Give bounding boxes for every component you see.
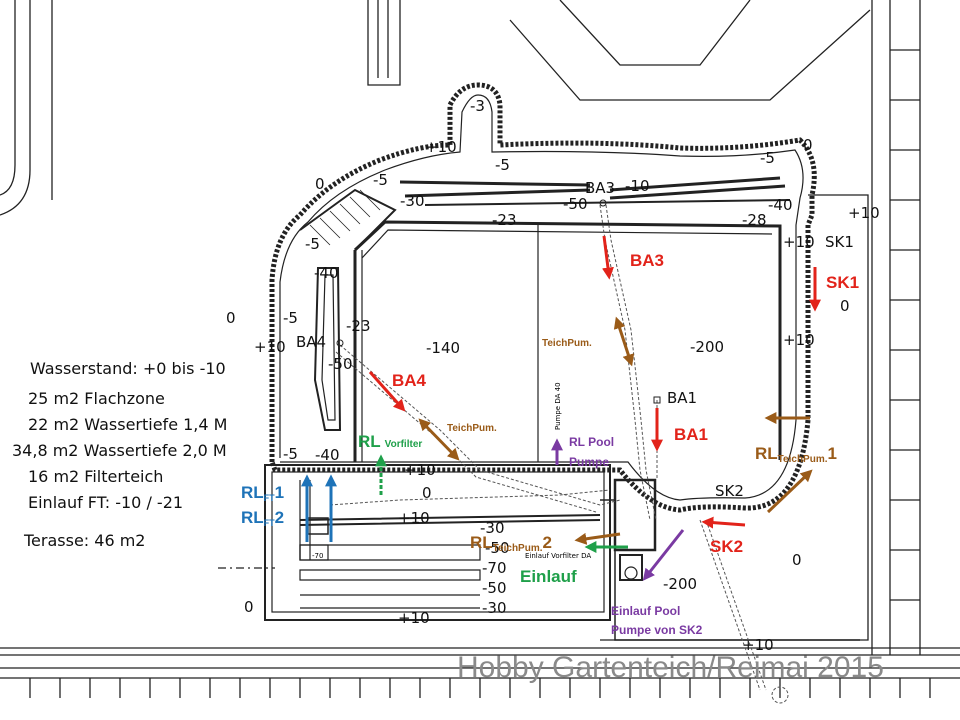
elev-label: +10: [398, 509, 430, 527]
elevation-labels: -3 +10 -5 -5 0 0 -5 -30 BA3 -10 -50 -23 …: [226, 97, 880, 654]
elev-label: 0: [422, 484, 432, 502]
info-filter-pond: 16 m2 Filterteich: [28, 467, 163, 486]
elev-label: -140: [426, 339, 460, 357]
flow-arrows: [301, 235, 821, 581]
elev-label: SK2: [715, 482, 744, 500]
outlet-circle: [771, 686, 789, 704]
inner-basins: [299, 176, 791, 462]
annot-rl-pool-2: Pumpe: [569, 455, 609, 469]
info-depth-1-4: 22 m2 Wassertiefe 1,4 M: [28, 415, 227, 434]
ba1-drain: [653, 396, 661, 404]
pond-outline: [269, 82, 817, 513]
elev-label: -200: [690, 338, 724, 356]
elev-label: -5: [760, 149, 775, 167]
elev-label: -30: [482, 599, 507, 617]
arrow-teichpump-1: [613, 316, 635, 367]
elev-label: 0: [840, 297, 850, 315]
info-depth-2-0: 34,8 m2 Wassertiefe 2,0 M: [12, 441, 227, 460]
elev-label: 0: [244, 598, 254, 616]
info-inlet: Einlauf FT: -10 / -21: [28, 493, 183, 512]
annot-teichpump-2: TeichPum.: [447, 423, 497, 434]
watermark: Hobby Gartenteich/Reimai 2015: [457, 651, 884, 684]
info-shallow-zone: 25 m2 Flachzone: [28, 389, 165, 408]
elev-label: -40: [314, 264, 339, 282]
elev-label: -5: [283, 309, 298, 327]
elev-label: BA1: [667, 389, 697, 407]
elev-label: +10: [783, 233, 815, 251]
annot-rl-teichpump-2: RLTeichPum.2: [470, 533, 552, 554]
ba3-drain: [599, 199, 607, 207]
annot-rl-ft-2: RLFT2: [241, 508, 284, 528]
annot-ba1: BA1: [674, 425, 708, 444]
elev-label: -28: [742, 211, 767, 229]
annot-einlauf-pool-2: Pumpe von SK2: [611, 623, 703, 637]
elev-label: 0: [226, 309, 236, 327]
elev-label: -5: [373, 171, 388, 189]
surroundings: [0, 0, 960, 698]
annot-sk2: SK2: [710, 537, 743, 556]
elev-label: -40: [315, 446, 340, 464]
elev-label: 0: [792, 551, 802, 569]
arrow-einlauf-pool: [642, 529, 685, 581]
annot-rl-ft-1: RLFT1: [241, 483, 284, 503]
flow-annotations: BA3 SK1 BA4 BA1 SK2 TeichPum. TeichPum. …: [241, 251, 859, 637]
elev-label: +10: [742, 636, 774, 654]
elev-label: BA4: [296, 333, 326, 351]
arrow-rl-teichpump-1-out: [766, 469, 813, 514]
elev-label: -50: [482, 579, 507, 597]
elev-label: -5: [283, 445, 298, 463]
elev-label: -50: [328, 355, 353, 373]
arrow-ba3: [602, 235, 614, 280]
arrow-ba4: [368, 371, 406, 412]
elev-label: +10: [848, 204, 880, 222]
annot-ba4: BA4: [392, 371, 427, 390]
elev-label: -23: [492, 211, 517, 229]
elev-label: -30: [480, 519, 505, 537]
arrow-sk2: [701, 516, 746, 529]
elev-label: 0: [315, 175, 325, 193]
elev-label: -50: [485, 539, 510, 557]
elev-label: -70: [482, 559, 507, 577]
elev-label: -5: [495, 156, 510, 174]
info-block: Wasserstand: +0 bis -10 25 m2 Flachzone …: [12, 359, 227, 550]
annot-rl-teichpump-1: RLTeichPum.1: [755, 444, 837, 465]
elev-label: +10: [425, 138, 457, 156]
arrow-rl-teichpump-2: [574, 532, 621, 545]
elev-label: -40: [768, 196, 793, 214]
annot-teichpump-1: TeichPum.: [542, 338, 592, 349]
elev-label: BA3: [585, 179, 615, 197]
annot-rl-pool-1: RL Pool: [569, 435, 614, 449]
elev-label: -200: [663, 575, 697, 593]
elev-label: -3: [470, 97, 485, 115]
annot-sk1: SK1: [826, 273, 859, 292]
elev-label: -5: [305, 235, 320, 253]
elev-label: -23: [346, 317, 371, 335]
elev-label: +10: [404, 461, 436, 479]
annot-einlauf: Einlauf: [520, 567, 577, 586]
info-terrace: Terasse: 46 m2: [23, 531, 145, 550]
elev-label: +10: [783, 331, 815, 349]
filter-pond: [264, 464, 860, 641]
elev-label: +10: [398, 609, 430, 627]
annot-einlauf-pool-1: Einlauf Pool: [611, 604, 680, 618]
elev-label: 0: [803, 136, 813, 154]
small-label: Pumpe DA 40: [554, 382, 562, 430]
small-label: Einlauf Vorfilter DA: [525, 552, 591, 560]
annot-ba3: BA3: [630, 251, 664, 270]
ba4-drain: [336, 339, 344, 347]
elev-label: -30: [400, 192, 425, 210]
small-label: -70: [312, 552, 323, 560]
arrow-teichpump-2: [418, 418, 460, 461]
info-water-level: Wasserstand: +0 bis -10: [30, 359, 226, 378]
elev-label: -50: [563, 195, 588, 213]
elev-label: +10: [254, 338, 286, 356]
elev-label: -10: [625, 177, 650, 195]
elev-label: SK1: [825, 233, 854, 251]
